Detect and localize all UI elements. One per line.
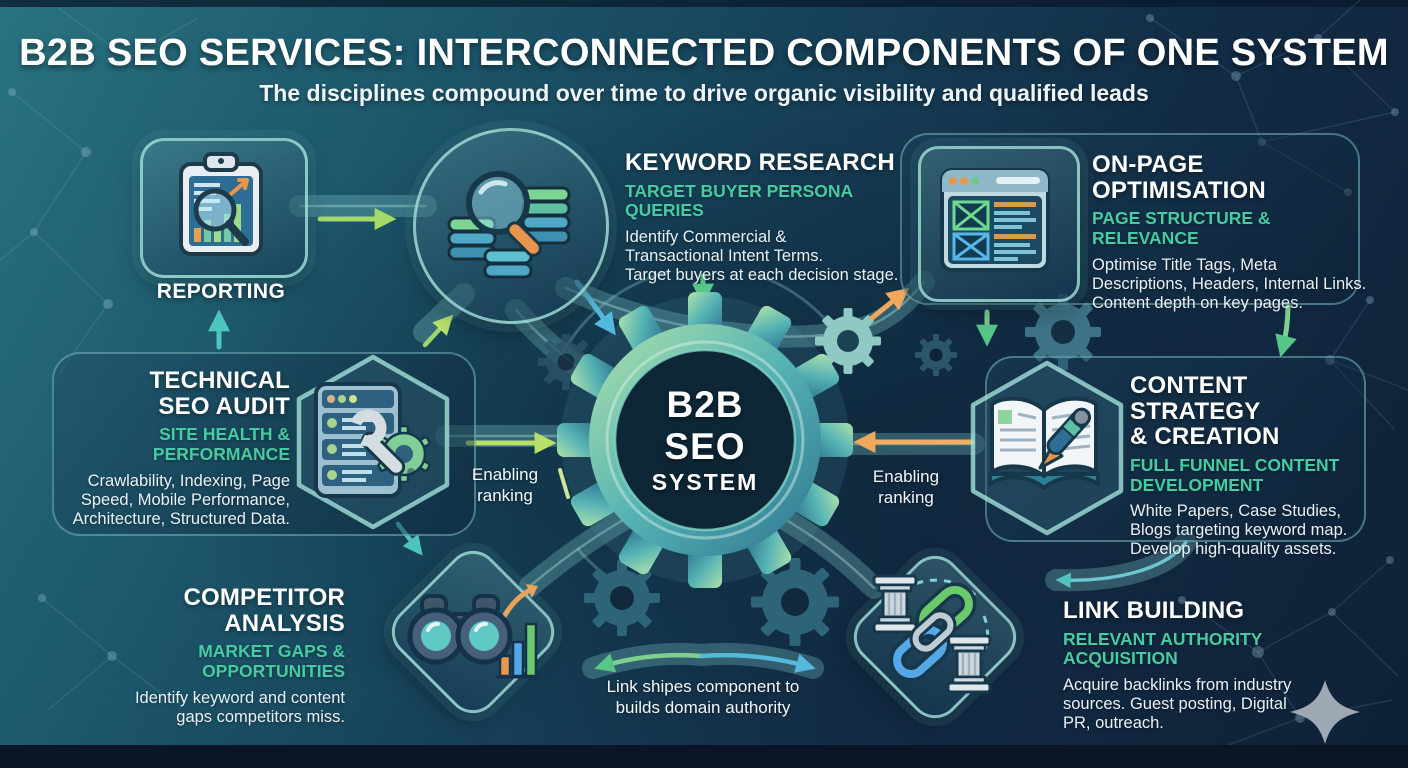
- reporting-label-wrap: REPORTING: [140, 280, 302, 304]
- technical-body: Crawlability, Indexing, Page Speed, Mobi…: [72, 471, 290, 528]
- central-hub-label: B2B SEO SYSTEM: [555, 290, 855, 590]
- link-building-subtitle: RELEVANT AUTHORITY ACQUISITION: [1063, 628, 1263, 669]
- gear-decoration-3: [915, 334, 957, 376]
- technical-panel: [52, 352, 476, 536]
- enabling-ranking-right-label: Enabling ranking: [872, 467, 940, 508]
- competitor-subtitle: MARKET GAPS & OPPORTUNITIES: [198, 641, 345, 681]
- bottom-edge-band: [0, 745, 1408, 768]
- keyword-research-title: KEYWORD RESEARCH: [625, 149, 895, 176]
- arrow-tech-to-competitor: [395, 521, 423, 556]
- content-strategy-subtitle: FULL FUNNEL CONTENT DEVELOPMENT: [1130, 455, 1340, 495]
- link-building-body: Acquire backlinks from industry sources.…: [1063, 675, 1292, 733]
- constellation-dots: [8, 14, 1399, 723]
- chain-pillars-icon: [872, 574, 992, 694]
- constellation-pattern: [0, 0, 1408, 746]
- decor-slash: [558, 468, 570, 499]
- arrow-bottom-left-head: [594, 652, 705, 673]
- technical-text: TECHNICAL SEO AUDIT SITE HEALTH & PERFOR…: [40, 368, 290, 529]
- gear-decoration-4: [584, 560, 660, 636]
- page-subtitle: The disciplines compound over time to dr…: [259, 80, 1149, 106]
- arrow-orange-up-right: [869, 287, 910, 321]
- onpage-title: ON-PAGE OPTIMISATION: [1092, 151, 1266, 204]
- technical-title: TECHNICAL SEO AUDIT: [149, 367, 290, 420]
- competitor-title: COMPETITOR ANALYSIS: [183, 584, 345, 637]
- clipboard-chart-magnifier-icon: [179, 152, 263, 256]
- binoculars-chart-icon: [407, 584, 540, 679]
- competitor-text: COMPETITOR ANALYSIS MARKET GAPS & OPPORT…: [115, 585, 345, 727]
- arrow-tech-to-keyword: [422, 314, 454, 348]
- competitor-body: Identify keyword and content gaps compet…: [134, 688, 345, 726]
- browser-wireframe-icon: [940, 168, 1050, 272]
- arrow-link-to-content: [1055, 540, 1188, 589]
- page-title: B2B SEO SERVICES: INTERCONNECTED COMPONE…: [19, 32, 1389, 74]
- link-building-title: LINK BUILDING: [1063, 597, 1245, 624]
- arrow-bottom-right-head: [699, 652, 816, 673]
- keyword-research-text: KEYWORD RESEARCH TARGET BUYER PERSONA QU…: [625, 150, 925, 285]
- central-gear: [557, 292, 853, 588]
- onpage-subtitle: PAGE STRUCTURE & RELEVANCE: [1092, 208, 1271, 248]
- keyword-research-body: Identify Commercial & Transactional Inte…: [625, 227, 899, 285]
- keyword-research-subtitle: TARGET BUYER PERSONA QUERIES: [625, 180, 853, 221]
- hub-line-b2b: B2B: [666, 384, 744, 426]
- onpage-text: ON-PAGE OPTIMISATION PAGE STRUCTURE & RE…: [1092, 152, 1382, 313]
- hub-line-seo: SEO: [664, 425, 746, 467]
- pillar-left: [872, 574, 918, 634]
- magnifier-data-stacks-icon: [447, 171, 571, 279]
- enabling-ranking-left-label: Enabling ranking: [471, 465, 539, 506]
- technical-subtitle: SITE HEALTH & PERFORMANCE: [152, 424, 290, 464]
- link-authority-note: Link shipes component to builds domain a…: [606, 677, 800, 718]
- content-strategy-text: CONTENT STRATEGY & CREATION FULL FUNNEL …: [1130, 373, 1370, 560]
- pillar-right: [946, 634, 992, 694]
- reporting-label: REPORTING: [156, 280, 286, 303]
- top-edge-band: [0, 0, 1408, 7]
- server-wrench-icon: [314, 382, 431, 498]
- onpage-body: Optimise Title Tags, Meta Descriptions, …: [1092, 255, 1367, 312]
- arrow-onpage-to-content: [1275, 303, 1297, 358]
- gear-decoration-2: [1025, 294, 1101, 370]
- book-pen-icon: [988, 396, 1100, 490]
- content-strategy-body: White Papers, Case Studies, Blogs target…: [1130, 502, 1348, 559]
- sparkle-star-icon: [1290, 680, 1360, 744]
- link-building-text: LINK BUILDING RELEVANT AUTHORITY ACQUISI…: [1063, 598, 1353, 733]
- hub-line-system: SYSTEM: [651, 468, 759, 495]
- content-strategy-title: CONTENT STRATEGY & CREATION: [1130, 372, 1280, 451]
